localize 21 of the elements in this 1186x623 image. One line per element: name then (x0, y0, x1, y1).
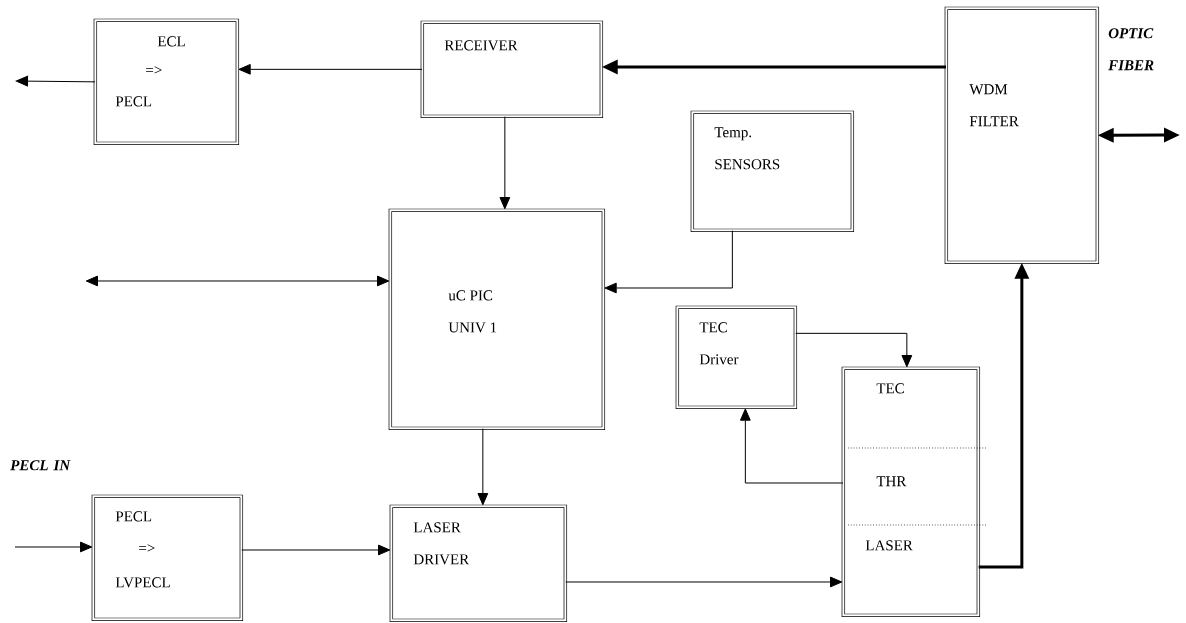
arrow (795, 332, 913, 368)
arrow (604, 230, 733, 294)
signal-label: PECL IN (10, 460, 71, 471)
block-box: Temp. SENSORS (690, 110, 855, 233)
block-box: TEC THR LASER (841, 366, 981, 618)
block-box: PECL => LVPECL (91, 494, 244, 622)
block-box: TEC Driver (675, 305, 798, 410)
arrow (740, 408, 844, 484)
arrow (85, 275, 390, 287)
arrow (238, 64, 423, 75)
block-box: LASER DRIVER (389, 504, 568, 623)
arrow (14, 541, 93, 553)
arrow (477, 428, 489, 506)
arrow (499, 116, 511, 210)
block-box: RECEIVER (420, 20, 604, 119)
block-box: WDM FILTER (944, 6, 1100, 265)
block-box: uC PIC UNIV 1 (388, 208, 606, 431)
block-box: ECL => PECL (93, 18, 240, 146)
arrow (241, 544, 391, 556)
arrow (15, 75, 96, 87)
arrow (565, 576, 843, 588)
